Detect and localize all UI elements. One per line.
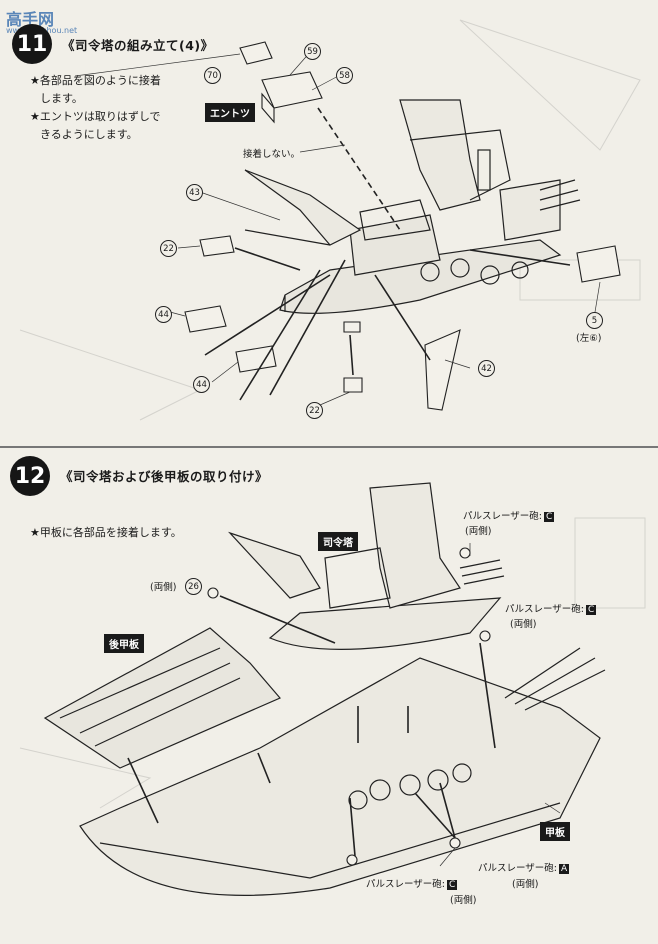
no-glue-note: 接着しない。 xyxy=(243,149,301,160)
pulse-laser-c-right-sub: (両側) xyxy=(510,619,537,630)
step-11-panel: 11 《司令塔の組み立て(4)》 ★各部品を図のように接着 します。 ★エントツ… xyxy=(0,0,658,446)
part-number: 5 xyxy=(586,312,603,329)
rear-deck-label: 後甲板 xyxy=(104,634,144,653)
part-number: 22 xyxy=(306,402,323,419)
pulse-laser-a-sub: (両側) xyxy=(512,879,539,890)
deck-label: 甲板 xyxy=(540,822,570,841)
pulse-laser-c-right: パルスレーザー砲:C xyxy=(505,604,597,615)
step-11-badge: 11 xyxy=(12,24,52,64)
left-part-label: (左⑥) xyxy=(576,333,602,344)
pulse-laser-c-top-sub: (両側) xyxy=(465,526,492,537)
part-number: 43 xyxy=(186,184,203,201)
step-12-title: 《司令塔および後甲板の取り付け》 xyxy=(60,469,269,484)
part-number: 58 xyxy=(336,67,353,84)
pulse-laser-c-bottom-sub: (両側) xyxy=(450,895,477,906)
step-12-diagram xyxy=(19,482,646,896)
part-number: 70 xyxy=(204,67,221,84)
part-number: 59 xyxy=(304,43,321,60)
pulse-laser-c-top: パルスレーザー砲:C xyxy=(463,511,555,522)
step-12-badge: 12 xyxy=(10,456,50,496)
pulse-laser-a: パルスレーザー砲:A xyxy=(478,863,570,874)
step-12-panel: 12 《司令塔および後甲板の取り付け》 ★甲板に各部品を接着します。 司令塔 後… xyxy=(0,446,658,944)
step-12-note: ★甲板に各部品を接着します。 xyxy=(30,526,182,539)
step-11-note-1: ★各部品を図のように接着 xyxy=(30,74,161,87)
both-sides-label: (両側) xyxy=(150,582,177,593)
part-number: 42 xyxy=(478,360,495,377)
step-11-note-3: ★エントツは取りはずしで xyxy=(30,110,161,123)
step-11-note-2: します。 xyxy=(40,92,83,105)
step-11-diagram xyxy=(19,19,641,421)
pulse-laser-c-bottom: パルスレーザー砲:C xyxy=(366,879,458,890)
part-number: 44 xyxy=(193,376,210,393)
chimney-label: エントツ xyxy=(205,103,255,122)
part-number: 22 xyxy=(160,240,177,257)
site-watermark-logo: 高手网 xyxy=(6,10,55,29)
step-11-note-4: きるようにします。 xyxy=(40,128,138,141)
bridge-label: 司令塔 xyxy=(318,532,358,551)
step-11-title: 《司令塔の組み立て(4)》 xyxy=(62,38,214,53)
part-number: 26 xyxy=(185,578,202,595)
part-number: 44 xyxy=(155,306,172,323)
